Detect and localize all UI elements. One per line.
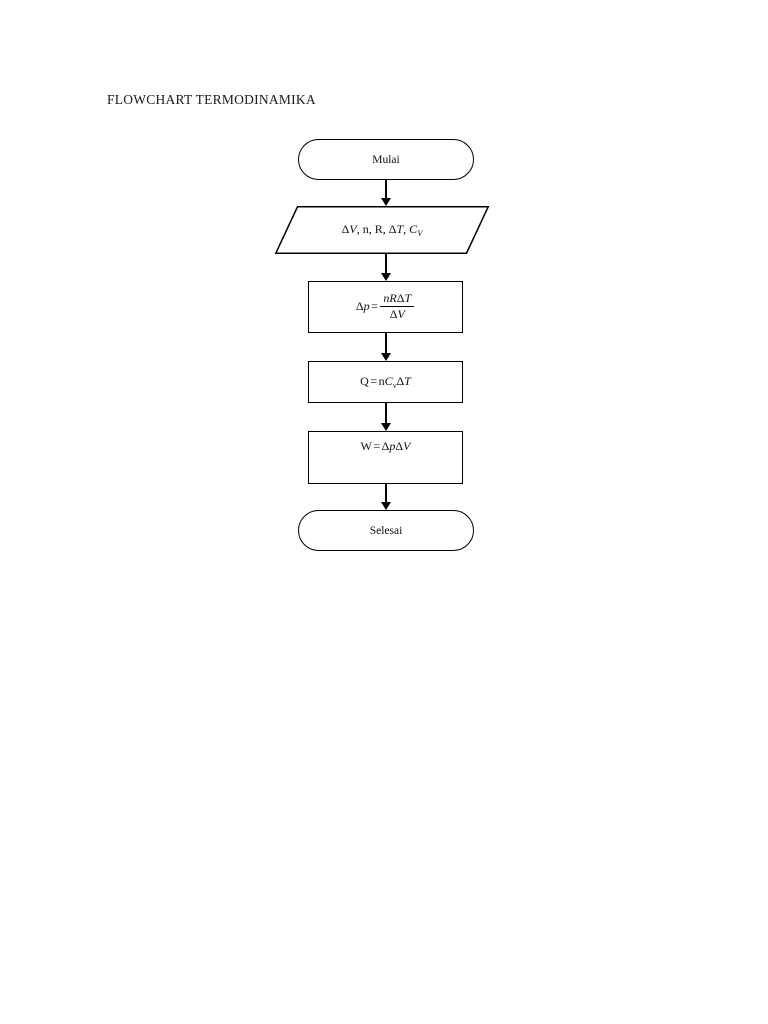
q-var-c: C bbox=[384, 374, 393, 389]
dp-den-v: V bbox=[397, 307, 405, 322]
flow-connector-start-to-input bbox=[381, 180, 391, 206]
flow-node-start[interactable]: Mulai bbox=[298, 139, 474, 180]
dp-num-n: n bbox=[383, 291, 390, 306]
w-equals: = bbox=[373, 439, 381, 453]
flow-connector-calc-w-to-end bbox=[381, 484, 391, 510]
flow-connector-calc-q-to-calc-w bbox=[381, 403, 391, 431]
flow-node-calc-q[interactable]: Q=nCvΔT bbox=[308, 361, 463, 403]
flow-node-calc-w-label: W=ΔpΔV bbox=[361, 439, 411, 454]
q-var-c-subscript: v bbox=[392, 380, 397, 390]
q-var-t: T bbox=[404, 374, 411, 389]
dp-equals: = bbox=[371, 298, 378, 313]
w-var-v: V bbox=[403, 439, 411, 453]
dp-den-delta: Δ bbox=[389, 307, 398, 322]
q-delta: Δ bbox=[396, 374, 405, 389]
flow-node-calc-q-label: Q=nCvΔT bbox=[360, 374, 411, 389]
w-delta-2: Δ bbox=[395, 439, 404, 453]
dp-var-p: p bbox=[363, 298, 370, 313]
dp-denominator: ΔV bbox=[387, 307, 408, 321]
dp-num-t: T bbox=[404, 291, 412, 306]
q-var-n: n bbox=[378, 374, 385, 389]
dp-numerator: nRΔT bbox=[380, 291, 415, 308]
flow-connector-calc-delta-p-to-calc-q bbox=[381, 333, 391, 361]
w-var-p: p bbox=[389, 439, 396, 453]
flow-node-end[interactable]: Selesai bbox=[298, 510, 474, 551]
parallelogram-shape bbox=[274, 206, 490, 254]
flow-node-calc-w[interactable]: W=ΔpΔV bbox=[308, 431, 463, 484]
q-var-q: Q bbox=[360, 374, 369, 389]
page-title: FLOWCHART TERMODINAMIKA bbox=[107, 92, 316, 107]
flow-connector-input-to-calc-delta-p bbox=[381, 254, 391, 281]
flow-node-end-label: Selesai bbox=[369, 524, 403, 537]
w-var-w: W bbox=[360, 439, 372, 453]
q-equals: = bbox=[370, 374, 378, 389]
w-delta-1: Δ bbox=[381, 439, 390, 453]
dp-num-delta: Δ bbox=[396, 291, 405, 306]
dp-num-r: R bbox=[389, 291, 397, 306]
flow-node-input[interactable]: ΔV, n, R, ΔT, CV bbox=[274, 206, 490, 254]
dp-delta: Δ bbox=[355, 298, 364, 313]
flow-node-start-label: Mulai bbox=[372, 153, 400, 166]
